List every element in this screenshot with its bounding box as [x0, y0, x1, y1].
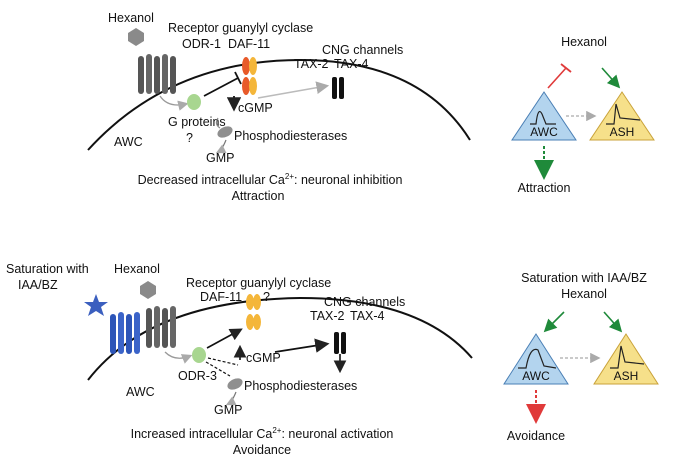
top-hexanol-molecule-icon	[128, 28, 144, 46]
top-phosphodiesterase-icon	[217, 126, 233, 138]
bottom-cgmp-label: cGMP	[246, 351, 281, 365]
top-caption-line1: Decreased intracellular Ca2+: neuronal i…	[138, 172, 403, 187]
bottom-gmp-label: GMP	[214, 403, 242, 417]
top-tax4-label: TAX-4	[334, 57, 369, 71]
bottom-tax4-label: TAX-4	[350, 309, 385, 323]
top-g-proteins-label: G proteins	[168, 115, 226, 129]
top-gpcr-receptor-icon	[138, 54, 176, 94]
bottom-ash-neuron-label: ASH	[614, 369, 639, 383]
top-g-proteins-question: ?	[186, 131, 193, 145]
top-awc-neuron-label: AWC	[530, 125, 558, 139]
top-caption-attraction: Attraction	[232, 189, 285, 203]
top-odr1-daf11-dimer-icon	[242, 57, 257, 95]
top-pde-label: Phosphodiesterases	[234, 129, 347, 143]
bottom-receptor-gc-title: Receptor guanylyl cyclase	[186, 276, 331, 290]
top-daf11-label: DAF-11	[228, 37, 270, 51]
bottom-odr3-g-protein-icon	[192, 347, 206, 363]
top-odr1-label: ODR-1	[182, 37, 221, 51]
bottom-circuit-title-line2: Hexanol	[561, 287, 607, 301]
top-cell-membrane	[87, 58, 471, 151]
bottom-caption-avoidance: Avoidance	[233, 443, 291, 457]
bottom-blue-gpcr-receptor-icon	[110, 312, 140, 354]
bottom-cng-channel-icon	[334, 332, 346, 354]
bottom-odr3-label: ODR-3	[178, 369, 217, 383]
bottom-circuit-title-line1: Saturation with IAA/BZ	[521, 271, 647, 285]
bottom-saturation-label-line1: Saturation with	[6, 262, 89, 276]
bottom-awc-cell-label: AWC	[126, 385, 155, 399]
bottom-pathway-panel: Saturation with IAA/BZ Hexanol Receptor …	[6, 262, 473, 457]
bottom-phosphodiesterase-icon	[227, 378, 243, 390]
bottom-saturation-label-line2: IAA/BZ	[18, 278, 58, 292]
top-gmp-label: GMP	[206, 151, 234, 165]
top-circuit-title: Hexanol	[561, 35, 607, 49]
top-ash-neuron-label: ASH	[610, 125, 635, 139]
bottom-daf11-label: DAF-11	[200, 290, 242, 304]
bottom-daf11-dimer-icon	[246, 294, 261, 330]
top-attraction-outcome: Attraction	[518, 181, 571, 195]
top-awc-neuron-icon	[511, 91, 577, 141]
top-g-protein-icon	[187, 94, 201, 110]
bottom-caption-line1: Increased intracellular Ca2+: neuronal a…	[131, 426, 394, 441]
bottom-hexanol-label: Hexanol	[114, 262, 160, 276]
top-tax2-label: TAX-2	[294, 57, 329, 71]
bottom-ash-neuron-icon	[593, 333, 659, 385]
bottom-awc-neuron-label: AWC	[522, 369, 550, 383]
top-pathway-panel: Hexanol Receptor guanylyl cyclase ODR-1 …	[87, 11, 471, 203]
bottom-hexanol-molecule-icon	[140, 281, 156, 299]
top-ash-neuron-icon	[589, 91, 655, 141]
top-receptor-gc-title: Receptor guanylyl cyclase	[168, 21, 313, 35]
bottom-pde-label: Phosphodiesterases	[244, 379, 357, 393]
top-hexanol-label: Hexanol	[108, 11, 154, 25]
top-cgmp-label: cGMP	[238, 101, 273, 115]
bottom-avoidance-outcome: Avoidance	[507, 429, 565, 443]
top-cng-channel-icon	[332, 77, 344, 99]
bottom-cell-membrane	[87, 296, 473, 381]
bottom-awc-neuron-icon	[503, 333, 569, 385]
bottom-tax2-label: TAX-2	[310, 309, 345, 323]
bottom-iaa-bz-star-icon	[84, 294, 108, 316]
bottom-gray-gpcr-receptor-icon	[146, 306, 176, 348]
bottom-cng-title: CNG channels	[324, 295, 405, 309]
top-cng-title: CNG channels	[322, 43, 403, 57]
top-awc-cell-label: AWC	[114, 135, 143, 149]
top-circuit-panel: Hexanol AWC ASH Attraction	[511, 35, 655, 195]
bottom-circuit-panel: Saturation with IAA/BZ Hexanol AWC ASH A…	[503, 271, 659, 443]
bottom-question-mark: ?	[263, 290, 270, 304]
